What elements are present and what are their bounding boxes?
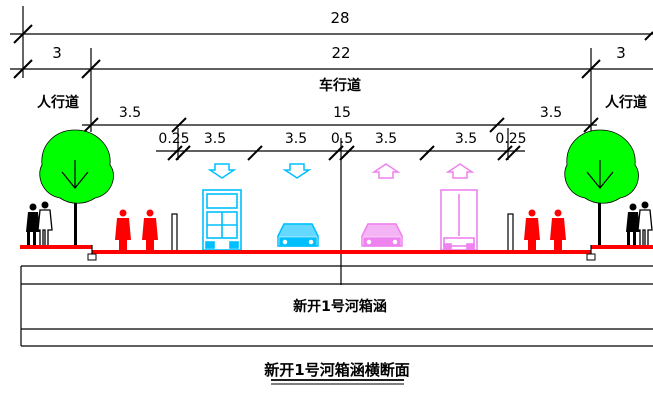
dim-lane-2: 3.5 [285,131,307,147]
dim-strip-left: 0.25 [158,131,189,147]
box-culvert [20,265,653,347]
tree-right-icon [564,129,639,245]
dim-strip-right: 0.25 [495,131,526,147]
dimension-total [10,6,653,78]
dim-lane-1: 3.5 [204,131,226,147]
arrow-down-icon-lane2 [282,163,312,179]
tree-left-icon [39,129,114,245]
arrow-up-icon-lane4 [445,163,475,179]
dim-lane-4: 3.5 [455,131,477,147]
sidewalk-right-label: 人行道 [605,94,647,111]
red-figures-left-icon [115,209,158,252]
truck-icon [202,189,242,251]
carriageway-label: 车行道 [319,77,361,94]
dim-sidewalk-left: 3 [52,44,62,62]
sidewalk-left-label: 人行道 [37,94,79,111]
dimension-third-row [82,117,599,133]
van-icon [440,189,478,251]
dim-lane-group-right: 3.5 [540,105,562,121]
dim-lane-group-left: 3.5 [119,105,141,121]
dim-center-span: 15 [333,105,351,121]
culvert-label: 新开1号河箱涵 [293,298,387,315]
arrow-down-icon-lane1 [207,163,237,179]
pedestrians-right-icon [626,201,653,247]
drawing-title: 新开1号河箱涵横断面 [264,361,409,379]
pedestrians-left-icon [26,201,53,247]
arrow-up-icon-lane3 [371,163,401,179]
red-figures-right-icon [524,209,566,252]
dimension-second-row [10,31,653,132]
road-surface [20,245,653,261]
title-underline [271,379,404,385]
dim-sidewalk-right: 3 [616,44,626,62]
dim-carriageway: 22 [331,44,350,62]
dim-total-label: 28 [330,9,349,27]
car-left-icon [276,223,320,247]
dim-lane-3: 3.5 [375,131,397,147]
dim-median: 0.5 [331,131,353,147]
car-right-icon [360,223,404,247]
